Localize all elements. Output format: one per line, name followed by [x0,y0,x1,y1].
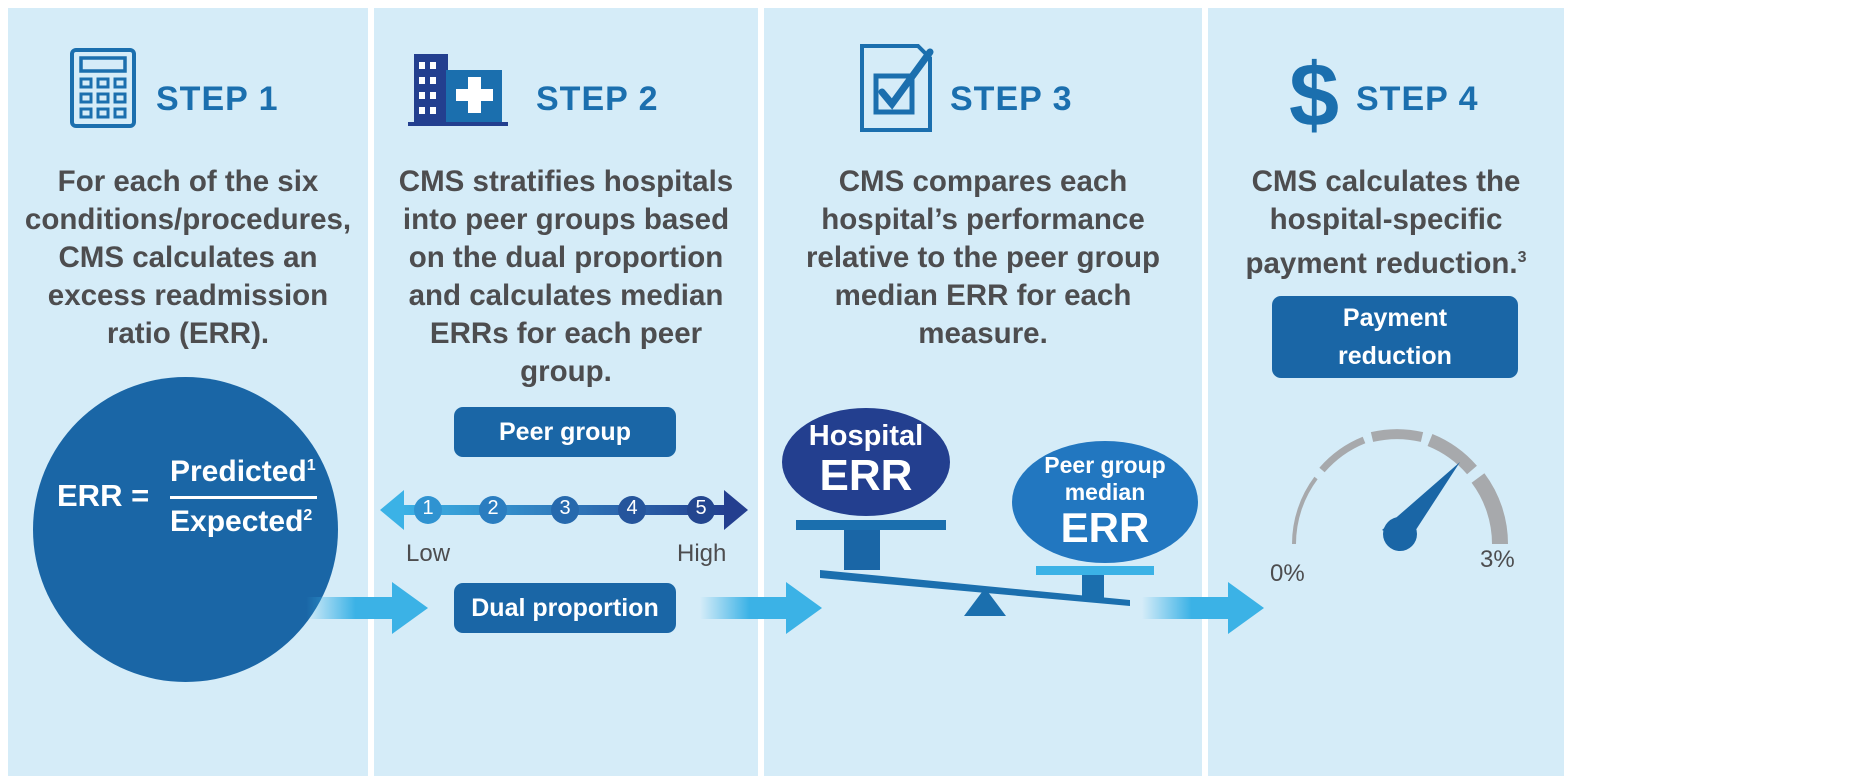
dual-proportion-scale [380,490,748,530]
checklist-icon [860,44,934,132]
peer-err-ellipse [1012,441,1198,563]
gauge-min-label: 0% [1270,560,1305,587]
balance-scale [796,520,1154,616]
step-3-description: CMS compares each hospital’s performance… [805,165,1161,350]
arrow-step3-step4 [1142,582,1264,634]
scale-low-label: Low [406,540,451,567]
payment-gauge [1292,429,1508,551]
err-formula-denominator: Expected2 [170,505,313,538]
scale-number-1: 1 [422,497,434,519]
scale-number-4: 4 [626,497,638,519]
scale-number-5: 5 [695,497,707,519]
hospital-icon [408,54,508,126]
err-circle [33,377,338,682]
dollar-icon: $ [1289,46,1339,146]
step-1-title: STEP 1 [156,80,279,118]
scale-high-label: High [677,540,727,567]
peer-group-label: Peer group [454,407,676,457]
step-4-panel [1208,8,1564,776]
step-3-title: STEP 3 [950,80,1073,118]
err-formula-numerator: Predicted1 [170,455,316,488]
step-3-panel [764,8,1202,776]
hospital-err-ellipse [782,408,950,516]
step-2-panel [374,8,758,776]
hospital-err-label: Hospital ERR [808,420,924,500]
payment-reduction-label: Payment reduction [1272,296,1518,378]
err-formula-divider [170,496,317,499]
svg-text:$: $ [1289,46,1339,146]
peer-err-label: Peer group median ERR [1044,452,1166,551]
arrow-step2-step3 [700,582,822,634]
dual-proportion-label: Dual proportion [454,583,676,633]
step-4-description: CMS calculates the hospital-specific pay… [1245,165,1527,280]
scale-number-3: 3 [559,497,571,519]
calculator-icon [70,48,136,128]
err-formula-lhs: ERR = [57,478,150,513]
step-2-description: CMS stratifies hospitals into peer group… [398,165,734,388]
step-4-title: STEP 4 [1356,80,1479,118]
step-1-description: For each of the six conditions/procedure… [24,165,352,350]
scale-number-2: 2 [487,497,499,519]
step-2-title: STEP 2 [536,80,659,118]
gauge-max-label: 3% [1480,546,1515,573]
arrow-step1-step2 [306,582,428,634]
